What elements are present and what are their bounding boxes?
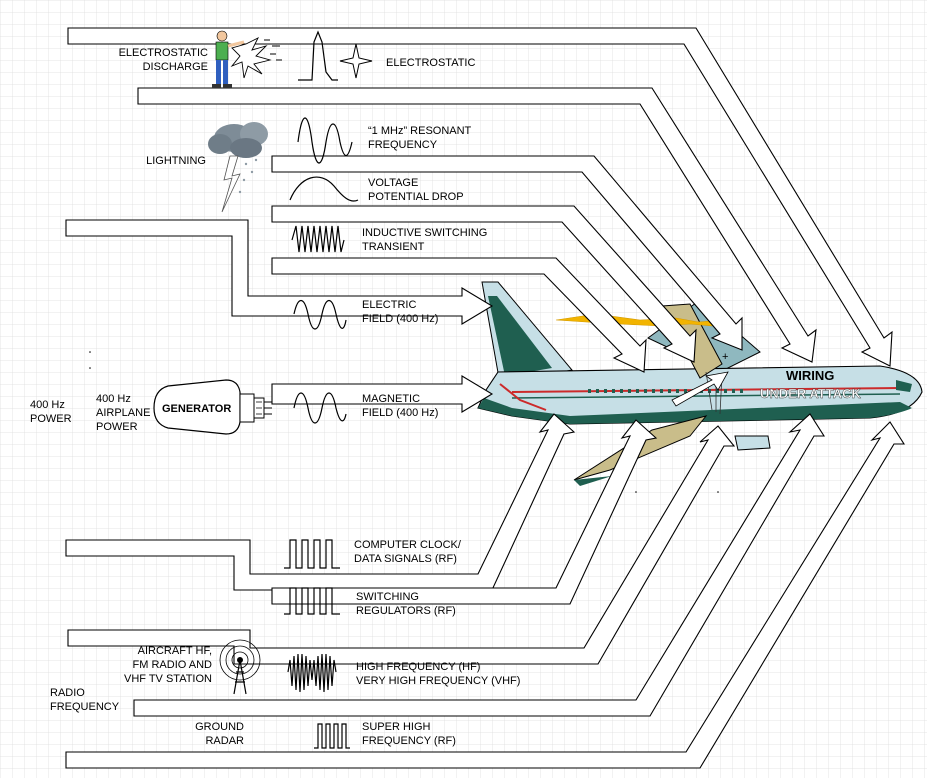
signal-resonant-line1: “1 MHz” RESONANT: [368, 125, 472, 137]
internal-arrow: [671, 371, 729, 407]
arrow-computer-clock: [65, 413, 576, 591]
radar-square-wave-icon: [314, 723, 350, 749]
signal-superhigh-line2: FREQUENCY (RF): [362, 735, 456, 747]
signal-electrostatic: ELECTROSTATIC: [386, 57, 475, 69]
arrow-electrostatic: [67, 27, 893, 367]
arrow-voltage-drop: [271, 205, 697, 363]
storm-cloud-icon: [208, 122, 268, 158]
signal-inductive-line1: INDUCTIVE SWITCHING: [362, 227, 487, 239]
antenna-tower-icon: [219, 639, 261, 695]
rain-drops: [238, 158, 258, 194]
spark-icon: [230, 36, 282, 79]
source-airplane-power-line2: AIRPLANE: [96, 407, 150, 419]
arrow-resonant: [271, 155, 743, 351]
signal-voltage-line2: POTENTIAL DROP: [368, 191, 464, 203]
source-lightning: LIGHTNING: [146, 155, 206, 167]
generator-label: GENERATOR: [162, 403, 231, 415]
signal-magnetic-line2: FIELD (400 Hz): [362, 407, 438, 419]
arrow-hf-vhf: [67, 425, 736, 665]
source-rf-line1: RADIO: [50, 687, 85, 699]
airplane-icon: [477, 281, 923, 486]
airplane-plus-sign: +: [722, 351, 728, 363]
source-esd-line2: DISCHARGE: [143, 61, 208, 73]
arrow-electrostatic-2: [137, 87, 817, 363]
generator-icon: [153, 379, 272, 435]
signal-inductive-line2: TRANSIENT: [362, 241, 425, 253]
hf-vhf-wave-icon: [287, 653, 337, 693]
arrow-electric-field: [65, 219, 494, 325]
voltage-drop-icon: [289, 176, 359, 202]
signal-regulators-line1: SWITCHING: [356, 591, 419, 603]
magnetic-field-wave-icon: [293, 392, 347, 424]
arrow-inductive: [271, 257, 647, 373]
signal-magnetic-line1: MAGNETIC: [362, 393, 420, 405]
arrow-magnetic-field: [271, 375, 494, 413]
airplane-wiring-label: WIRING: [786, 368, 834, 383]
arrow-switching-regulators: [271, 419, 658, 605]
person-icon: [212, 30, 245, 88]
signal-hf-line1: HIGH FREQUENCY (HF): [356, 661, 480, 673]
electrostatic-pulse-icon: [298, 30, 338, 81]
signal-hf-line2: VERY HIGH FREQUENCY (VHF): [356, 675, 520, 687]
source-esd-line1: ELECTROSTATIC: [119, 47, 208, 59]
signal-clock-line2: DATA SIGNALS (RF): [354, 553, 457, 565]
source-power-line2: POWER: [30, 413, 72, 425]
lightning-bolt-icon: [221, 155, 241, 213]
signal-regulators-line2: REGULATORS (RF): [356, 605, 456, 617]
source-radio-line1: AIRCRAFT HF,: [138, 645, 212, 657]
signal-voltage-line1: VOLTAGE: [368, 177, 418, 189]
attack-arrows: [65, 27, 906, 769]
source-radar-line1: GROUND: [195, 721, 244, 733]
tail-fin-dark: [488, 296, 552, 376]
signal-superhigh-line1: SUPER HIGH: [362, 721, 431, 733]
signal-electric-line1: ELECTRIC: [362, 299, 416, 311]
engine: [734, 435, 771, 451]
signal-resonant-line2: FREQUENCY: [368, 139, 438, 151]
source-airplane-power-line1: 400 Hz: [96, 393, 131, 405]
source-power-line1: 400 Hz: [30, 399, 65, 411]
arrow-ground-radar: [65, 421, 906, 769]
source-radar-line2: RADAR: [205, 735, 244, 747]
source-rf-line2: FREQUENCY: [50, 701, 120, 713]
resonant-wave-icon: [297, 117, 353, 164]
star-spark-icon: [339, 43, 373, 79]
source-radio-line2: FM RADIO AND: [133, 659, 213, 671]
arrow-radio-frequency: [133, 413, 826, 717]
electric-field-wave-icon: [293, 299, 347, 330]
source-radio-line3: VHF TV STATION: [124, 673, 212, 685]
regulator-square-wave-icon: [284, 587, 340, 615]
inductive-transient-icon: [291, 225, 345, 253]
airplane-under-attack-label: UNDER ATTACK: [760, 386, 861, 401]
clock-square-wave-icon: [284, 539, 340, 569]
source-airplane-power-line3: POWER: [96, 421, 138, 433]
signal-electric-line2: FIELD (400 Hz): [362, 313, 438, 325]
signal-clock-line1: COMPUTER CLOCK/: [354, 539, 462, 551]
